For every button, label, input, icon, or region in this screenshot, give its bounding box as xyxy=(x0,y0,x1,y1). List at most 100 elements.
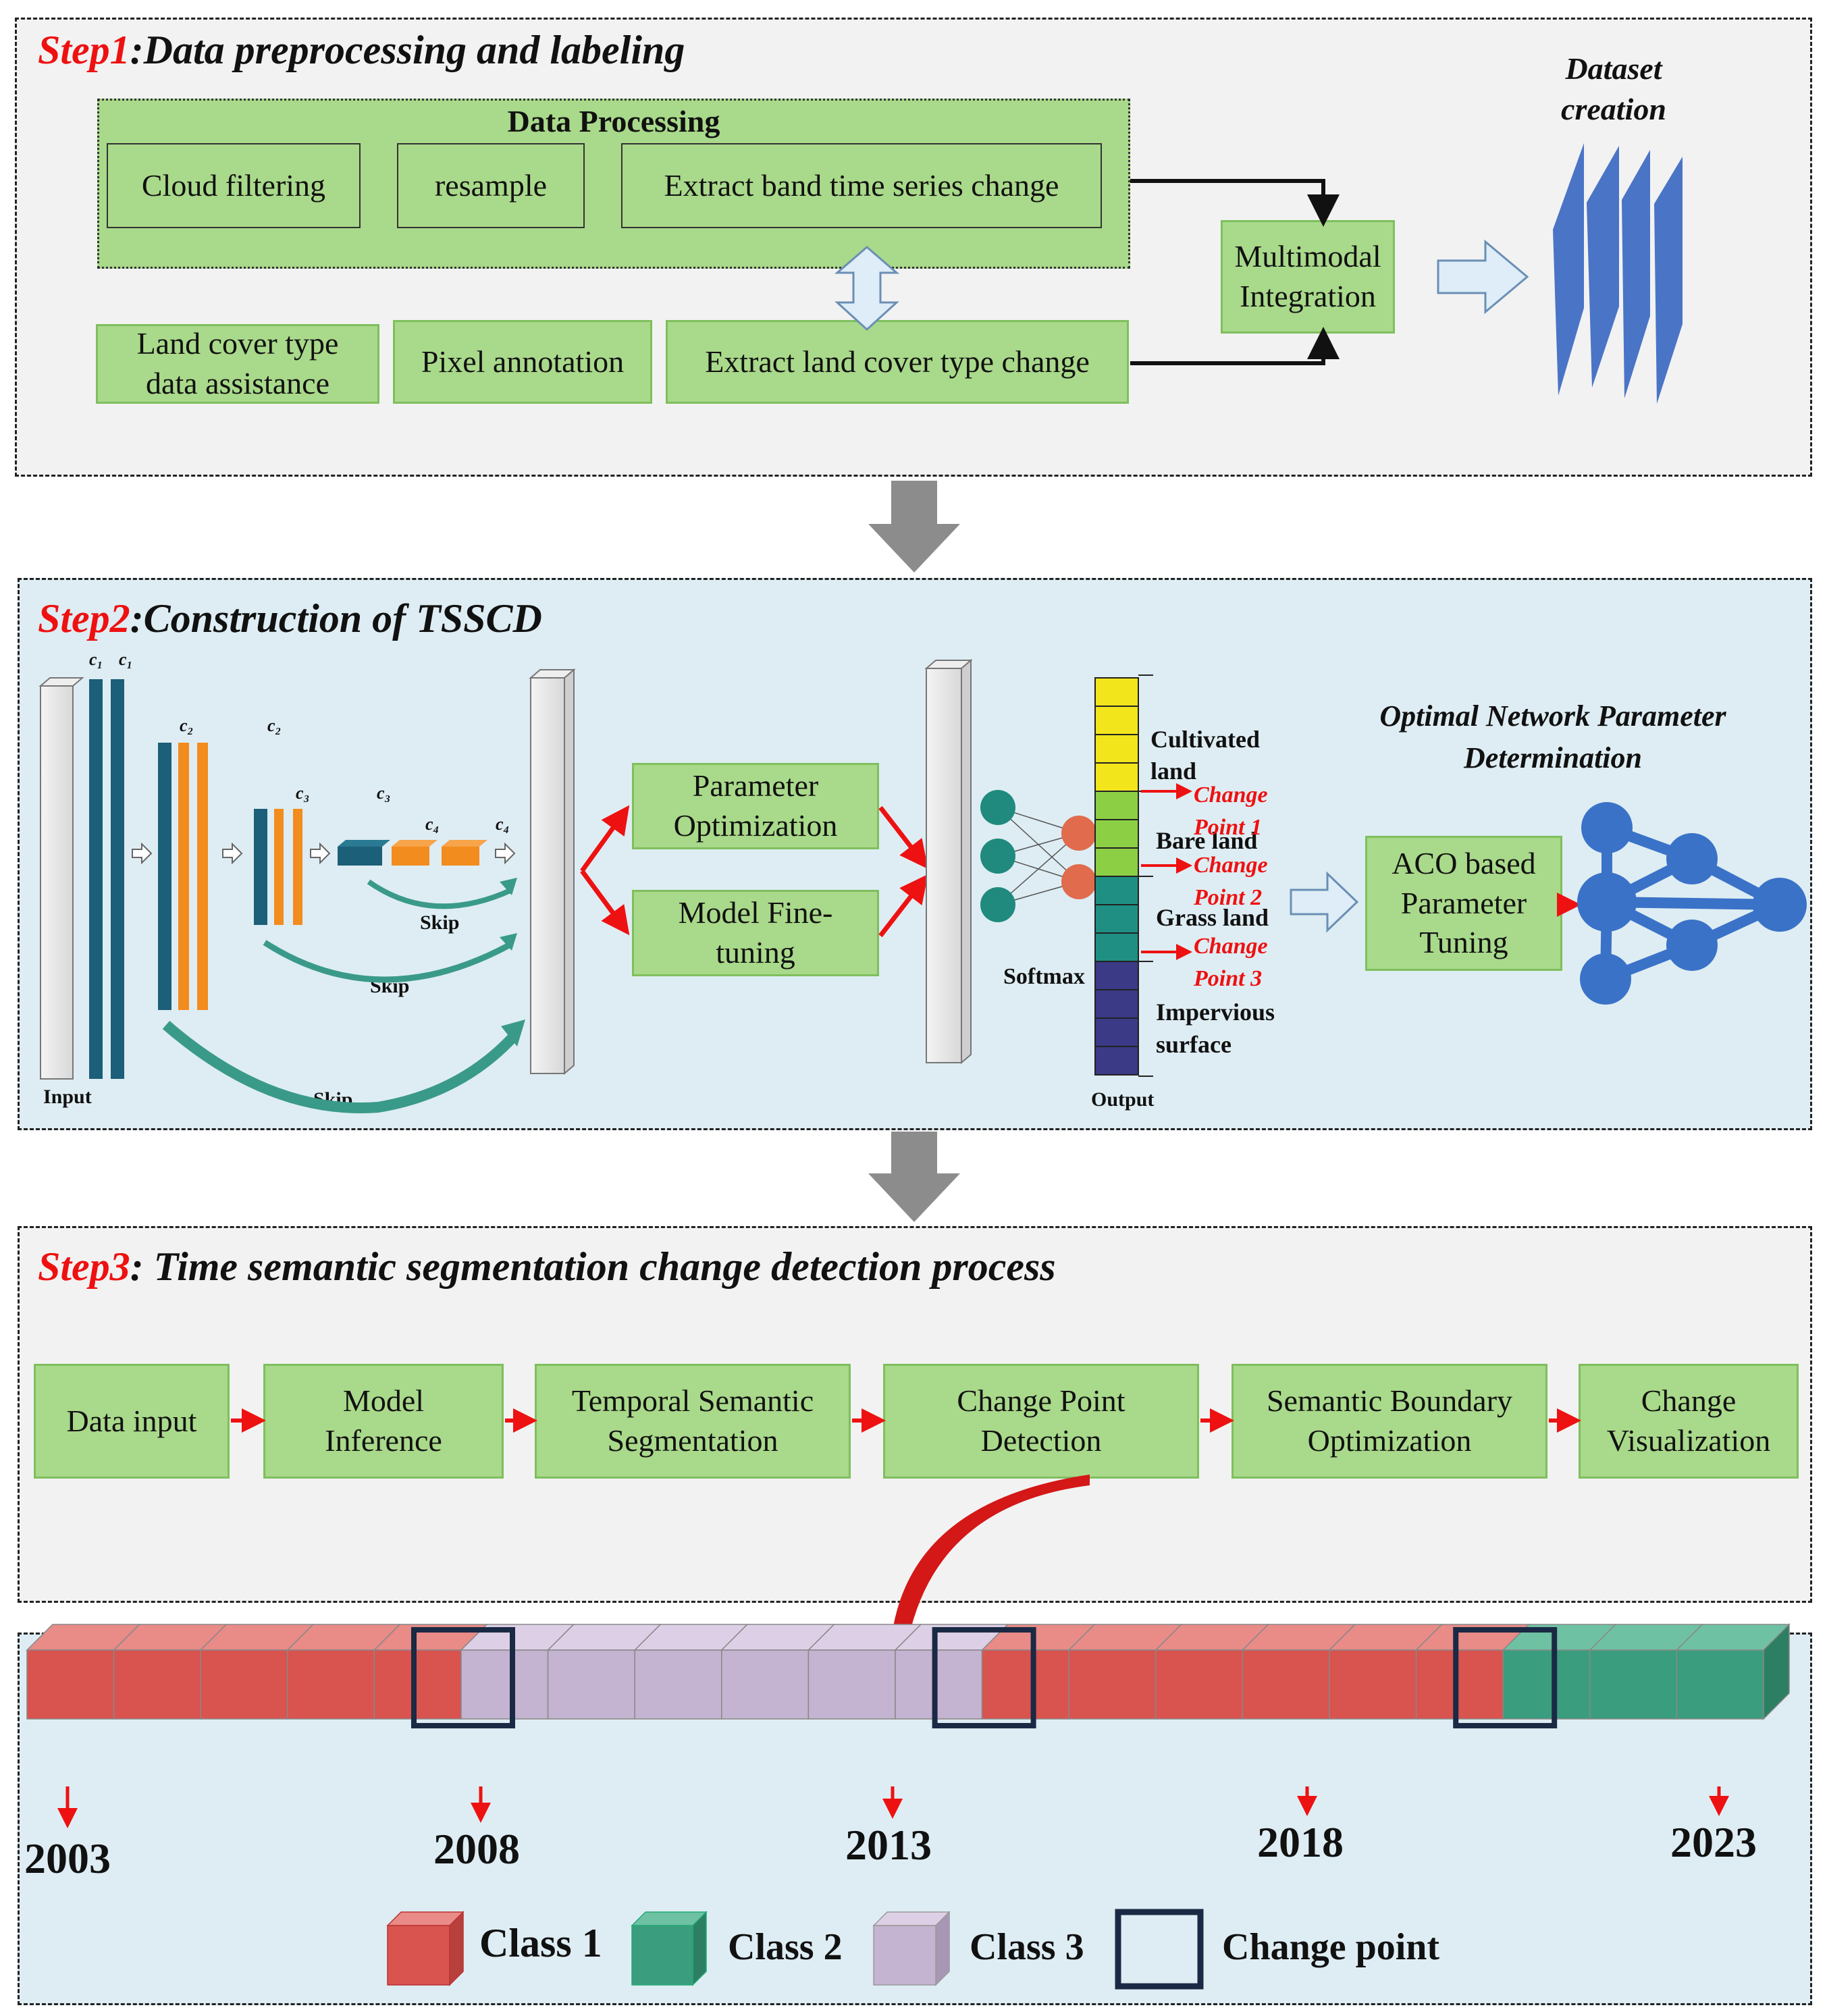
timeline-cube xyxy=(200,1649,288,1720)
timeline-cube xyxy=(981,1649,1069,1720)
timeline-cubes xyxy=(26,1623,1791,1720)
year-2023: 2023 xyxy=(1670,1818,1757,1866)
year-2003: 2003 xyxy=(24,1834,111,1882)
legend-class1-label: Class 1 xyxy=(479,1921,602,1965)
step1-heading: Step1:Data preprocessing and labeling xyxy=(38,27,685,74)
c3-label-b: c₃ xyxy=(377,783,391,803)
timeline-cube xyxy=(287,1649,375,1720)
legend-class3-icon xyxy=(872,1911,951,1986)
skip-label-1: Skip xyxy=(420,911,460,934)
c1-label-b: c₁ xyxy=(119,649,133,669)
step2-title: :Construction of TSSCD xyxy=(130,596,542,641)
c3-label-a: c₃ xyxy=(296,783,310,803)
change-point-frame xyxy=(1453,1627,1558,1728)
resample-box: resample xyxy=(397,143,585,228)
flow-temporal-segmentation: Temporal Semantic Segmentation xyxy=(535,1364,851,1479)
flow-model-inference: Model Inference xyxy=(263,1364,504,1479)
year-ticks xyxy=(57,1786,1729,1828)
year-2008: 2008 xyxy=(433,1825,520,1873)
step3-heading: Step3: Time semantic segmentation change… xyxy=(38,1244,1056,1290)
change-point-arrows xyxy=(1141,783,1192,960)
timeline-cube xyxy=(1415,1649,1504,1720)
softmax-network xyxy=(980,790,1100,922)
legend-change-point-icon xyxy=(1115,1909,1204,1990)
flow-data-input: Data input xyxy=(34,1364,230,1479)
timeline-cube xyxy=(547,1649,635,1720)
flow-label-4: Semantic Boundary Optimization xyxy=(1266,1383,1513,1458)
change-point-2: Change Point 2 xyxy=(1194,853,1268,910)
branch-arrows xyxy=(580,805,928,938)
extract-land-cover-box: Extract land cover type change xyxy=(666,320,1129,404)
timeline-cube xyxy=(1329,1649,1417,1720)
timeline-cube xyxy=(721,1649,810,1720)
timeline-cube xyxy=(460,1649,549,1720)
timeline-cube xyxy=(634,1649,722,1720)
cloud-filtering-box: Cloud filtering xyxy=(107,143,361,228)
c2-label-b: c₂ xyxy=(267,716,282,735)
softmax-label: Softmax xyxy=(1003,964,1085,989)
multimodal-box: Multimodal Integration xyxy=(1221,220,1395,334)
step2-heading: Step2:Construction of TSSCD xyxy=(38,595,542,642)
flow-change-point: Change Point Detection xyxy=(883,1364,1199,1479)
legend-class2-icon xyxy=(631,1911,708,1986)
resample-label: resample xyxy=(434,167,548,203)
network-icon xyxy=(1577,802,1807,1005)
optimal-title: Optimal Network Parameter Determination xyxy=(1379,699,1726,775)
data-processing-label: Data Processing xyxy=(507,104,720,138)
output-column xyxy=(1094,674,1153,1077)
class-cultivated: Cultivated land xyxy=(1150,726,1260,785)
c4-label-b: c₄ xyxy=(496,814,510,834)
c2-label-a: c₂ xyxy=(180,716,194,735)
legend xyxy=(386,1909,1204,1990)
pixel-annotation-label: Pixel annotation xyxy=(421,344,625,379)
timeline-cube xyxy=(895,1649,983,1720)
change-point-1: Change Point 1 xyxy=(1194,782,1268,840)
input-label: Input xyxy=(43,1086,92,1108)
extract-band-box: Extract band time series change xyxy=(621,143,1102,228)
timeline-cube xyxy=(1068,1649,1157,1720)
fine-tuning-label: Model Fine-tuning xyxy=(678,895,833,970)
c1-label-a: c₁ xyxy=(89,649,103,669)
timeline-cube xyxy=(1589,1649,1678,1720)
change-point-frame xyxy=(932,1627,1036,1728)
param-opt-box: Parameter Optimization xyxy=(632,763,879,849)
extract-band-label: Extract band time series change xyxy=(664,167,1059,203)
c4-label-a: c₄ xyxy=(425,814,440,834)
timeline-end-face xyxy=(1763,1623,1790,1720)
cloud-filtering-label: Cloud filtering xyxy=(141,167,326,203)
class-impervious: Impervious surface xyxy=(1156,999,1275,1058)
legend-class2-label: Class 2 xyxy=(728,1926,843,1968)
step1-connectors xyxy=(1130,179,1340,365)
down-arrow-1 xyxy=(868,481,960,573)
flow-label-3: Change Point Detection xyxy=(957,1383,1126,1458)
step2-prefix: Step2 xyxy=(38,596,130,641)
timeline-cube xyxy=(1242,1649,1330,1720)
hollow-right-arrow-icon xyxy=(1437,239,1529,315)
step3-prefix: Step3 xyxy=(38,1244,130,1289)
timeline-cube xyxy=(1676,1649,1764,1720)
year-2013: 2013 xyxy=(845,1821,932,1869)
pixel-annotation-box: Pixel annotation xyxy=(393,320,652,404)
land-cover-assist-label: Land cover type data assistance xyxy=(136,326,339,400)
timeline-cube xyxy=(26,1649,115,1720)
multimodal-label: Multimodal Integration xyxy=(1234,239,1381,313)
flow-label-5: Change Visualization xyxy=(1606,1383,1771,1458)
timeline-change-frames xyxy=(411,1627,1558,1728)
step1-prefix: Step1 xyxy=(38,28,130,72)
dataset-stack-icon xyxy=(1553,143,1683,404)
param-opt-label: Parameter Optimization xyxy=(673,768,838,843)
feature-bar xyxy=(924,658,973,1065)
aco-label: ACO based Parameter Tuning xyxy=(1392,845,1536,960)
flow-boundary-opt: Semantic Boundary Optimization xyxy=(1232,1364,1547,1479)
change-point-frame xyxy=(411,1627,515,1728)
step3-title: : Time semantic segmentation change dete… xyxy=(130,1244,1056,1289)
down-arrow-2 xyxy=(868,1132,960,1222)
class-grass: Grass land xyxy=(1156,904,1269,931)
step1-title: :Data preprocessing and labeling xyxy=(130,28,685,72)
timeline-cube xyxy=(807,1649,896,1720)
legend-class3-label: Class 3 xyxy=(970,1926,1084,1968)
fine-tuning-box: Model Fine-tuning xyxy=(632,890,879,976)
extract-land-cover-label: Extract land cover type change xyxy=(705,344,1090,379)
dataset-creation-label: Dataset creation xyxy=(1561,51,1666,126)
